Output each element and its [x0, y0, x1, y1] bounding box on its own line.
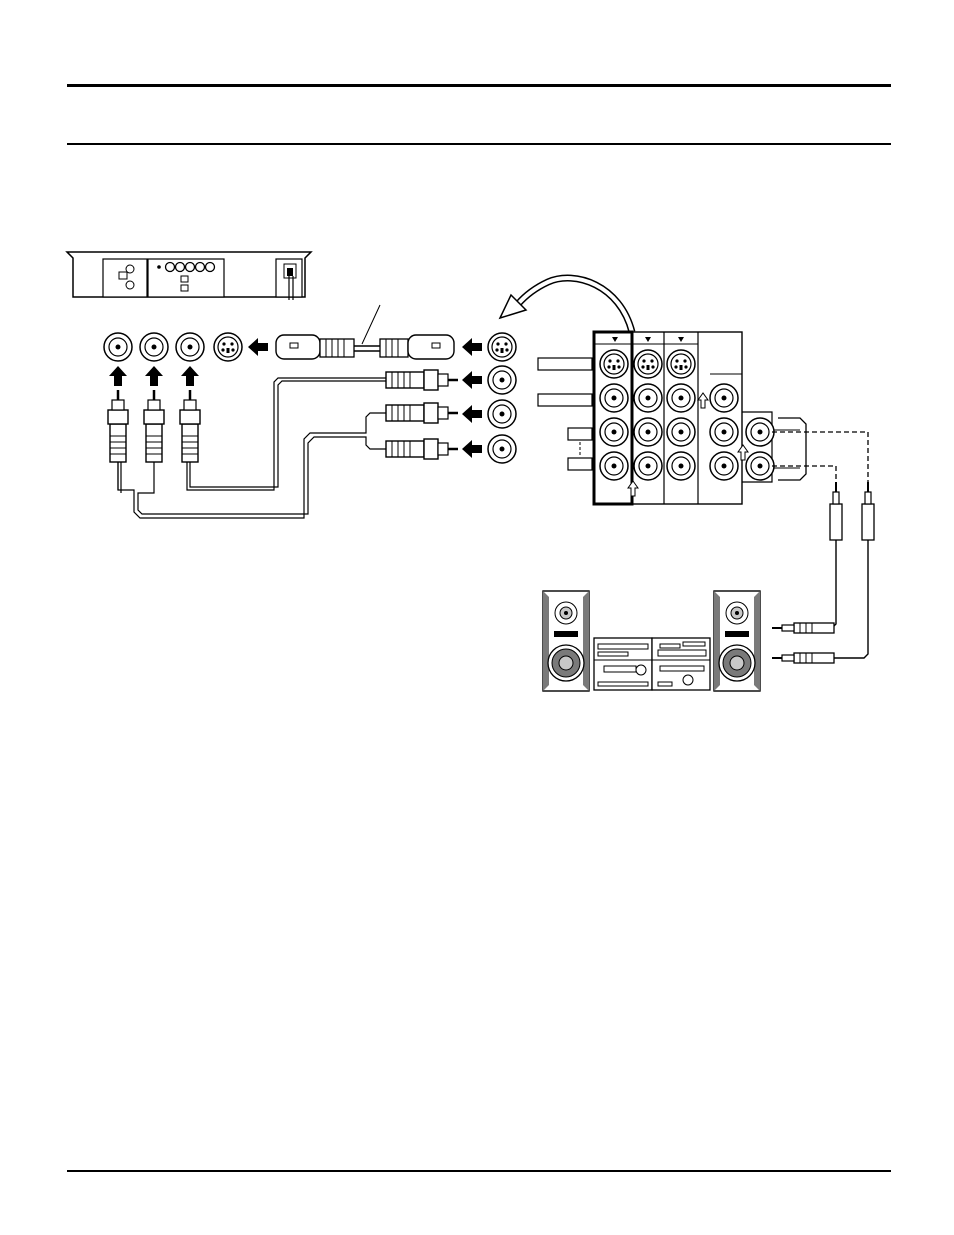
mini-plug-icon: [772, 482, 874, 663]
rca-plug-icon: [108, 370, 482, 518]
tv-terminal-panel-icon: [538, 332, 748, 504]
audio-out-jacks: [742, 412, 868, 486]
stereo-system-icon: [594, 638, 710, 690]
vcr-input-jacks: [104, 333, 268, 386]
tv-input-jacks: [488, 333, 516, 463]
curved-arrow-icon: [500, 278, 632, 332]
s-video-cable-icon: [276, 305, 482, 359]
vcr-rear-panel-icon: [67, 252, 311, 300]
